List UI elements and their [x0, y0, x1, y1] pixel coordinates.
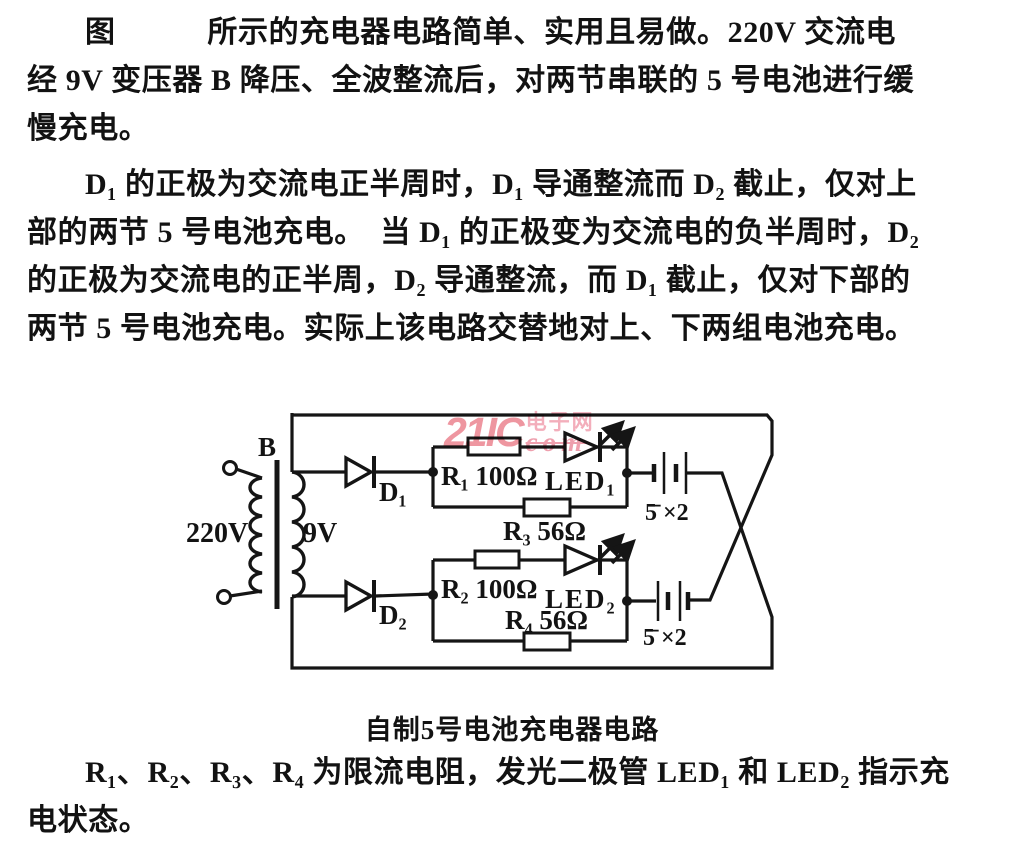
- terminal-bottom: [216, 589, 232, 605]
- junction-dots: [428, 467, 632, 606]
- transformer-label: B: [258, 432, 276, 462]
- led1-symbol: [563, 430, 602, 464]
- text-line: 两节 5 号电池充电。实际上该电路交替地对上、下两组电池充电。: [27, 312, 916, 345]
- led1-light-arrows: [599, 420, 636, 452]
- figure-caption: 自制5号电池充电器电路: [364, 715, 660, 745]
- led2-light-arrows: [599, 533, 636, 565]
- battery1-symbol: [651, 452, 688, 494]
- paragraph-principle: D₁ 的正极为交流电正半周时，D₁ 导通整流而 D₂ 截止，仅对上 部的两节 5…: [27, 161, 1007, 353]
- text-line: 电状态。: [27, 804, 150, 837]
- text-line: 慢充电。: [27, 112, 150, 145]
- resistor-r3-label: R₃ 56Ω: [503, 516, 586, 546]
- resistor-r4-label: R₄ 56Ω: [505, 605, 588, 635]
- battery1-label: 5̄ ×2: [645, 500, 689, 526]
- text-line: 经 9V 变压器 B 降压、全波整流后，对两节串联的 5 号电池进行缓: [27, 64, 915, 97]
- paragraph-components: R₁、R₂、R₃、R₄ 为限流电阻，发光二极管 LED₁ 和 LED₂ 指示充 …: [27, 749, 1007, 845]
- text-line: 图 所示的充电器电路简单、实用且易做。220V 交流电: [85, 16, 897, 49]
- resistor-r2-symbol: [473, 549, 521, 570]
- resistor-r4-symbol: [522, 631, 572, 652]
- paragraph-intro: 图 所示的充电器电路简单、实用且易做。220V 交流电 经 9V 变压器 B 降…: [27, 9, 1007, 153]
- terminal-top: [222, 460, 238, 476]
- resistor-r1-symbol: [466, 436, 522, 457]
- primary-coil: [248, 476, 263, 594]
- wire-bottom-rail: [290, 471, 774, 670]
- battery2-label: 5̄ ×2: [643, 625, 687, 651]
- led1-label: LED₁: [545, 466, 617, 496]
- wire-top-rail: [292, 413, 774, 602]
- text-line: D₁ 的正极为交流电正半周时，D₁ 导通整流而 D₂ 截止，仅对上: [85, 168, 917, 201]
- diode-d1-label: D₁: [379, 477, 407, 507]
- diode-d2-symbol: [344, 579, 375, 613]
- text-line: R₁、R₂、R₃、R₄ 为限流电阻，发光二极管 LED₁ 和 LED₂ 指示充: [85, 756, 950, 789]
- resistor-r3-symbol: [522, 497, 572, 518]
- led2-symbol: [563, 543, 602, 577]
- transformer-symbol: [216, 460, 306, 609]
- diode-d1-symbol: [344, 455, 375, 489]
- resistor-r2-label: R₂ 100Ω: [441, 574, 537, 604]
- secondary-coil: [291, 470, 306, 599]
- battery2-symbol: [656, 581, 691, 621]
- text-line: 的正极为交流电的正半周，D₂ 导通整流，而 D₁ 截止，仅对下部的: [27, 264, 911, 297]
- primary-voltage-label: 220V: [186, 518, 248, 549]
- resistor-r1-label: R₁ 100Ω: [441, 461, 537, 491]
- diode-d2-label: D₂: [379, 600, 407, 630]
- led2-label: LED₂: [545, 584, 617, 614]
- text-line: 部的两节 5 号电池充电。 当 D₁ 的正极变为交流电的负半周时，D₂: [27, 216, 920, 249]
- secondary-voltage-label: 9V: [303, 518, 337, 549]
